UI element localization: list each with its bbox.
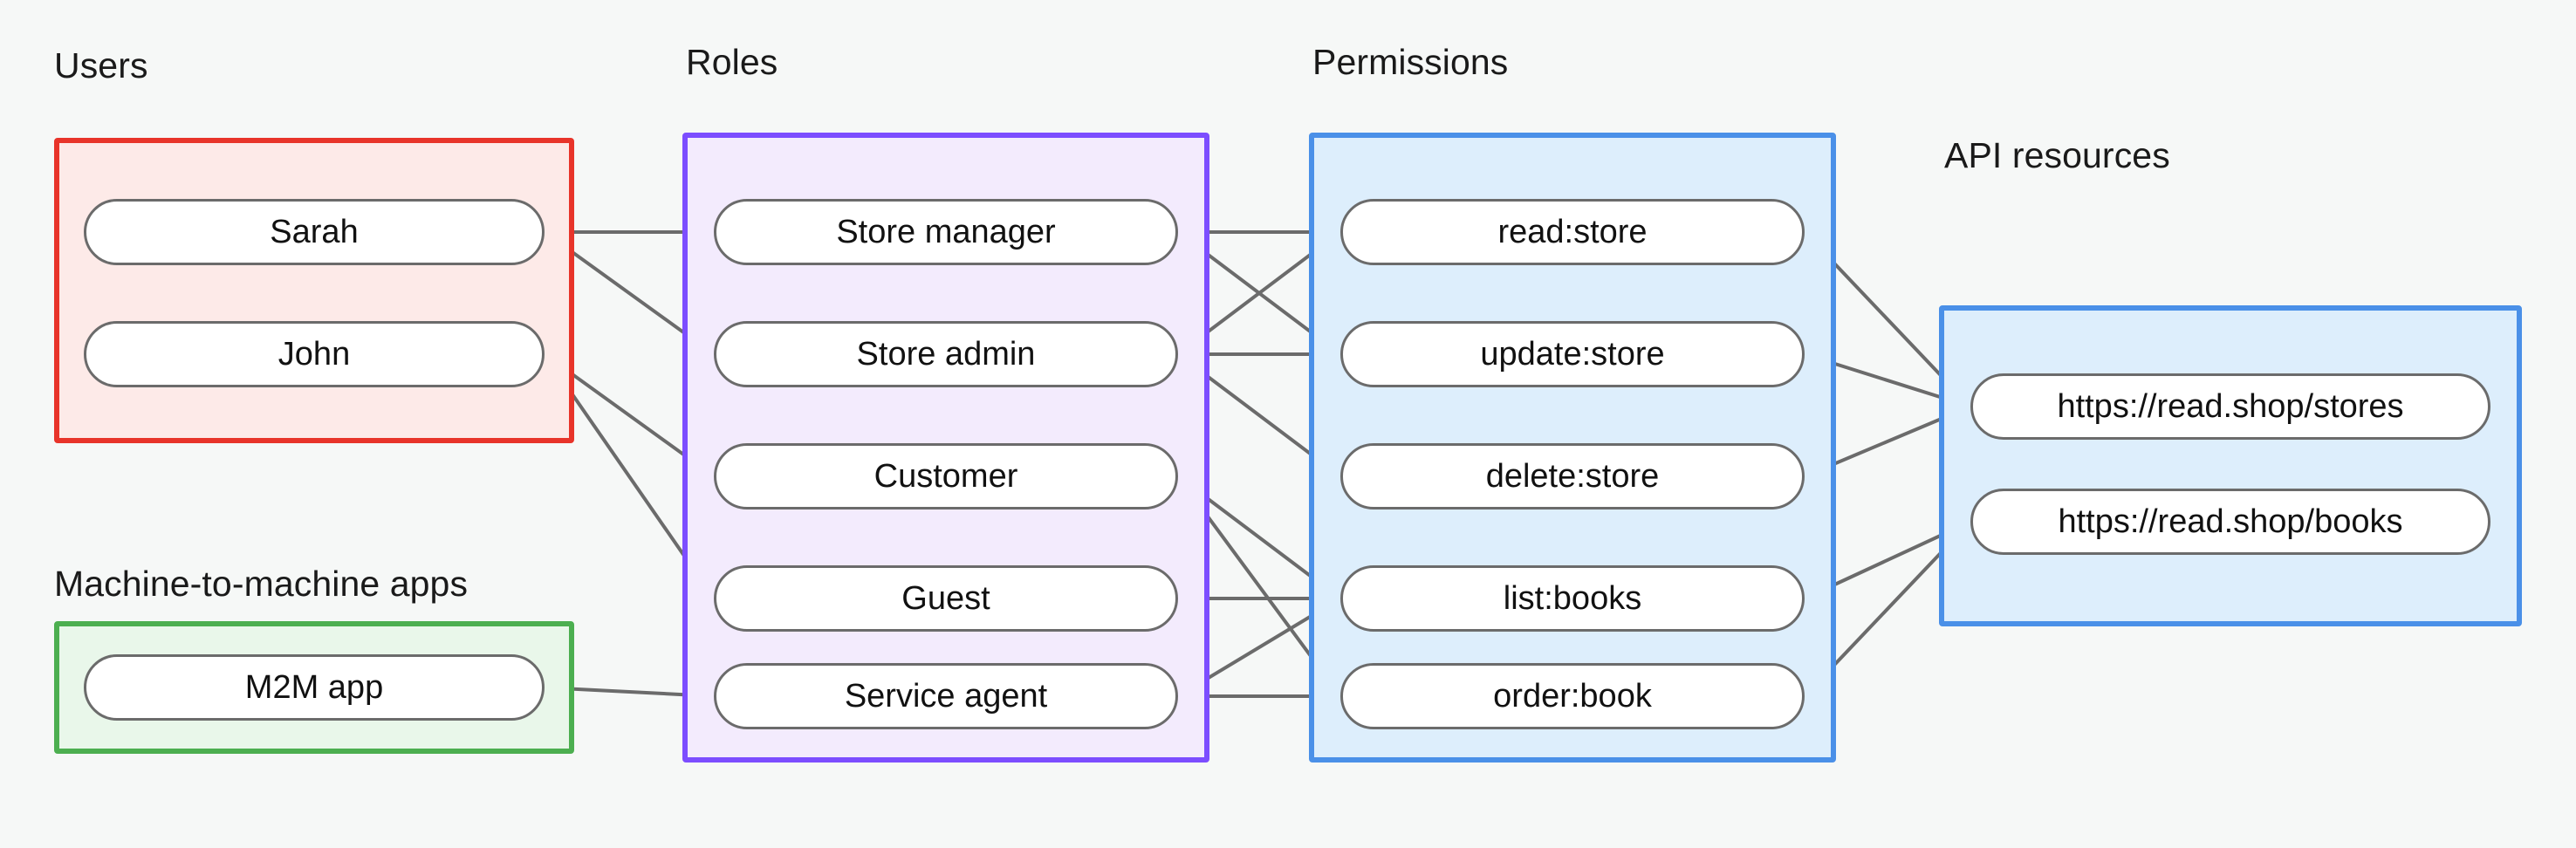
node-books-url[interactable]: https://read.shop/books xyxy=(1970,489,2490,555)
group-title-api-resources: API resources xyxy=(1944,135,2170,175)
node-label-customer: Customer xyxy=(874,457,1018,495)
node-guest[interactable]: Guest xyxy=(714,565,1178,632)
node-store-admin[interactable]: Store admin xyxy=(714,321,1178,387)
node-update-store[interactable]: update:store xyxy=(1340,321,1805,387)
node-label-john: John xyxy=(277,335,351,373)
node-label-delete-store: delete:store xyxy=(1485,457,1660,495)
node-label-store-admin: Store admin xyxy=(856,335,1036,373)
node-label-service-agent: Service agent xyxy=(844,677,1048,715)
node-service-agent[interactable]: Service agent xyxy=(714,663,1178,729)
node-label-sarah: Sarah xyxy=(270,213,359,250)
node-label-order-book: order:book xyxy=(1493,677,1652,715)
node-delete-store[interactable]: delete:store xyxy=(1340,443,1805,509)
group-title-roles: Roles xyxy=(686,42,778,82)
node-stores-url[interactable]: https://read.shop/stores xyxy=(1970,373,2490,440)
node-m2m-app[interactable]: M2M app xyxy=(84,654,545,721)
node-label-stores-url: https://read.shop/stores xyxy=(2057,387,2404,425)
node-label-list-books: list:books xyxy=(1503,579,1642,617)
group-title-permissions: Permissions xyxy=(1312,42,1509,82)
node-label-store-manager: Store manager xyxy=(836,213,1056,250)
group-title-m2m: Machine-to-machine apps xyxy=(54,564,469,604)
node-label-books-url: https://read.shop/books xyxy=(2058,503,2403,540)
node-label-update-store: update:store xyxy=(1480,335,1665,373)
group-box-api-resources xyxy=(1939,305,2522,626)
node-label-m2m-app: M2M app xyxy=(244,668,384,706)
node-order-book[interactable]: order:book xyxy=(1340,663,1805,729)
node-store-manager[interactable]: Store manager xyxy=(714,199,1178,265)
group-title-users: Users xyxy=(54,45,148,85)
group-box-users xyxy=(54,138,574,443)
node-read-store[interactable]: read:store xyxy=(1340,199,1805,265)
node-sarah[interactable]: Sarah xyxy=(84,199,545,265)
node-label-read-store: read:store xyxy=(1497,213,1648,250)
node-label-guest: Guest xyxy=(901,579,990,617)
node-list-books[interactable]: list:books xyxy=(1340,565,1805,632)
node-customer[interactable]: Customer xyxy=(714,443,1178,509)
node-john[interactable]: John xyxy=(84,321,545,387)
